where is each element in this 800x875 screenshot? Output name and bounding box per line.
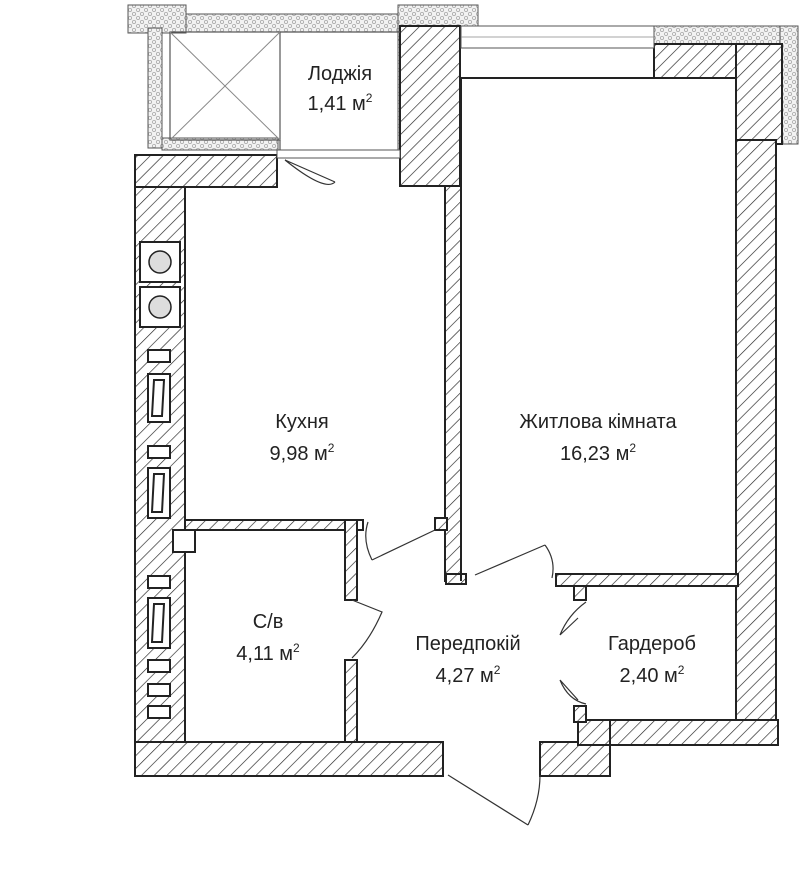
partition — [445, 573, 467, 585]
room-labels: Лоджія 1,41 м2 Кухня 9,98 м2 Житлова кім… — [236, 63, 696, 687]
partitions — [184, 517, 739, 743]
wall-segment — [577, 719, 611, 746]
room-name-hall: Передпокій — [415, 633, 520, 655]
wall-segment — [653, 43, 737, 79]
loggia-window — [169, 31, 281, 141]
vent-duct-icon — [148, 295, 172, 319]
door-arc — [447, 774, 541, 826]
partition — [344, 659, 358, 743]
door-arc — [284, 159, 336, 185]
vent-slot — [147, 683, 171, 697]
vent-slot — [147, 705, 171, 719]
room-area-wardrobe: 2,40 м2 — [620, 663, 685, 687]
room-name-bath: С/в — [253, 611, 284, 633]
wall-segment — [735, 139, 777, 746]
door-arc — [365, 521, 436, 561]
room-name-living: Житлова кімната — [519, 411, 677, 433]
room-name-kitchen: Кухня — [275, 411, 329, 433]
vent-slot — [147, 575, 171, 589]
wall-segment — [134, 741, 444, 777]
partition — [573, 705, 587, 723]
vent-slot — [172, 529, 196, 553]
loggia-details — [169, 25, 655, 159]
room-name-wardrobe: Гардероб — [608, 633, 696, 655]
partition — [573, 585, 587, 601]
vent-channel — [147, 467, 171, 519]
room-outlines — [184, 77, 654, 742]
door-arc — [351, 599, 383, 659]
door-arc — [474, 544, 554, 579]
vent-channel — [147, 597, 171, 649]
wall-segment — [399, 25, 461, 187]
room-name-loggia: Лоджія — [308, 63, 372, 85]
room-area-hall: 4,27 м2 — [436, 663, 501, 687]
balcony-door-frame — [276, 149, 401, 159]
room-area-living: 16,23 м2 — [560, 441, 636, 465]
vent-slot — [147, 659, 171, 673]
wall-segment — [735, 43, 783, 145]
door-arc — [559, 601, 587, 636]
wall-segment — [134, 154, 278, 188]
wall-segment — [539, 741, 611, 777]
room-area-loggia: 1,41 м2 — [308, 91, 373, 115]
door-swings — [284, 159, 587, 826]
vent-duct-icon — [148, 250, 172, 274]
room-area-kitchen: 9,98 м2 — [270, 441, 335, 465]
door-arc — [559, 679, 587, 705]
vent-channel — [147, 373, 171, 423]
partition — [555, 573, 739, 587]
room-area-bath: 4,11 м2 — [236, 641, 300, 665]
vent-slot — [147, 445, 171, 459]
ventilation-shafts — [139, 241, 196, 719]
wall-segment — [609, 719, 779, 746]
vent-slot — [147, 349, 171, 363]
partition — [344, 519, 358, 601]
partition — [184, 519, 364, 531]
partition — [434, 517, 448, 531]
